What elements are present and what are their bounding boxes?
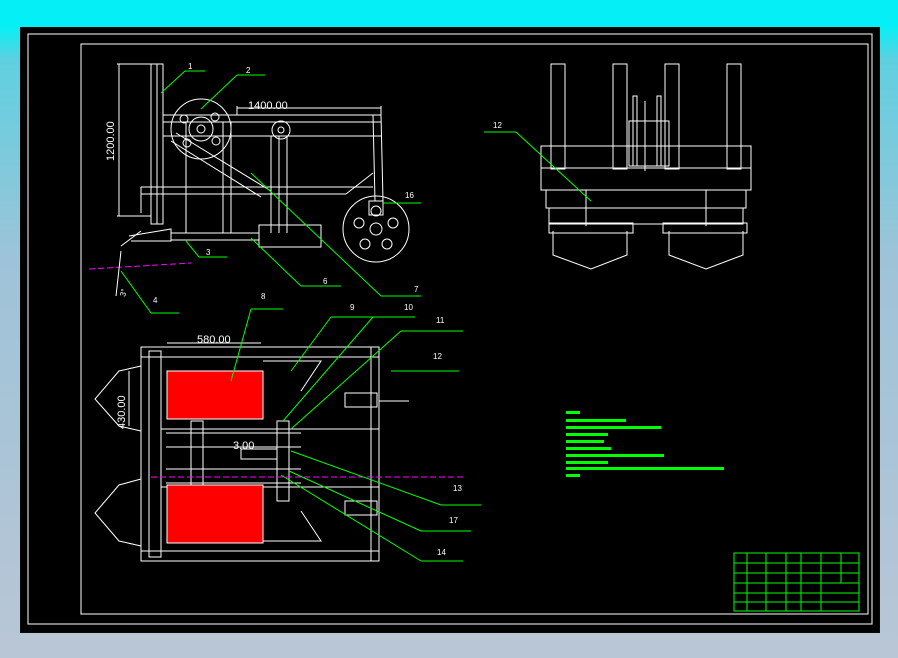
front-leaders bbox=[484, 131, 592, 202]
svg-text:9: 9 bbox=[350, 303, 355, 312]
inner-frame bbox=[80, 43, 869, 615]
dim-580: 580.00 bbox=[197, 334, 231, 346]
dim-3: 3.00 bbox=[233, 440, 254, 452]
front-view bbox=[540, 63, 752, 270]
svg-text:13: 13 bbox=[453, 484, 462, 493]
svg-text:4: 4 bbox=[153, 296, 158, 305]
svg-text:7: 7 bbox=[414, 285, 419, 294]
plan-view bbox=[94, 342, 409, 562]
svg-text:10: 10 bbox=[404, 303, 413, 312]
side-leaders bbox=[120, 70, 421, 314]
svg-text:8: 8 bbox=[261, 292, 266, 301]
dim-1200: 1200.00 bbox=[105, 121, 117, 161]
dim-430: 430.00 bbox=[116, 395, 128, 429]
svg-text:17: 17 bbox=[449, 516, 458, 525]
front-label-13: 12 bbox=[493, 121, 502, 130]
plan-leaders bbox=[230, 308, 481, 562]
dim-1400: 1400.00 bbox=[248, 100, 288, 112]
svg-text:12: 12 bbox=[433, 352, 442, 361]
title-block bbox=[733, 552, 860, 612]
svg-text:11: 11 bbox=[436, 316, 445, 325]
svg-text:6: 6 bbox=[323, 277, 328, 286]
drawing-sheet: 1200.00 1400.00 3° 1 2 3 4 6 7 16 bbox=[20, 27, 880, 633]
cad-drawing: 1200.00 1400.00 3° 1 2 3 4 6 7 16 bbox=[27, 33, 873, 625]
plan-labels: 8 9 10 11 12 13 17 14 bbox=[261, 292, 462, 557]
svg-text:1: 1 bbox=[188, 62, 193, 71]
roller-top bbox=[166, 370, 264, 420]
side-view bbox=[117, 63, 410, 263]
ground-centerline bbox=[88, 262, 192, 270]
outer-border bbox=[27, 33, 873, 625]
technical-notes bbox=[566, 411, 724, 477]
roller-bottom bbox=[166, 484, 264, 544]
dim-angle: 3° bbox=[118, 288, 129, 298]
svg-text:3: 3 bbox=[206, 248, 211, 257]
svg-text:2: 2 bbox=[246, 66, 251, 75]
svg-text:14: 14 bbox=[437, 548, 446, 557]
side-labels: 1 2 3 4 6 7 16 bbox=[153, 62, 419, 305]
svg-text:16: 16 bbox=[405, 191, 414, 200]
angle-line bbox=[115, 250, 122, 297]
